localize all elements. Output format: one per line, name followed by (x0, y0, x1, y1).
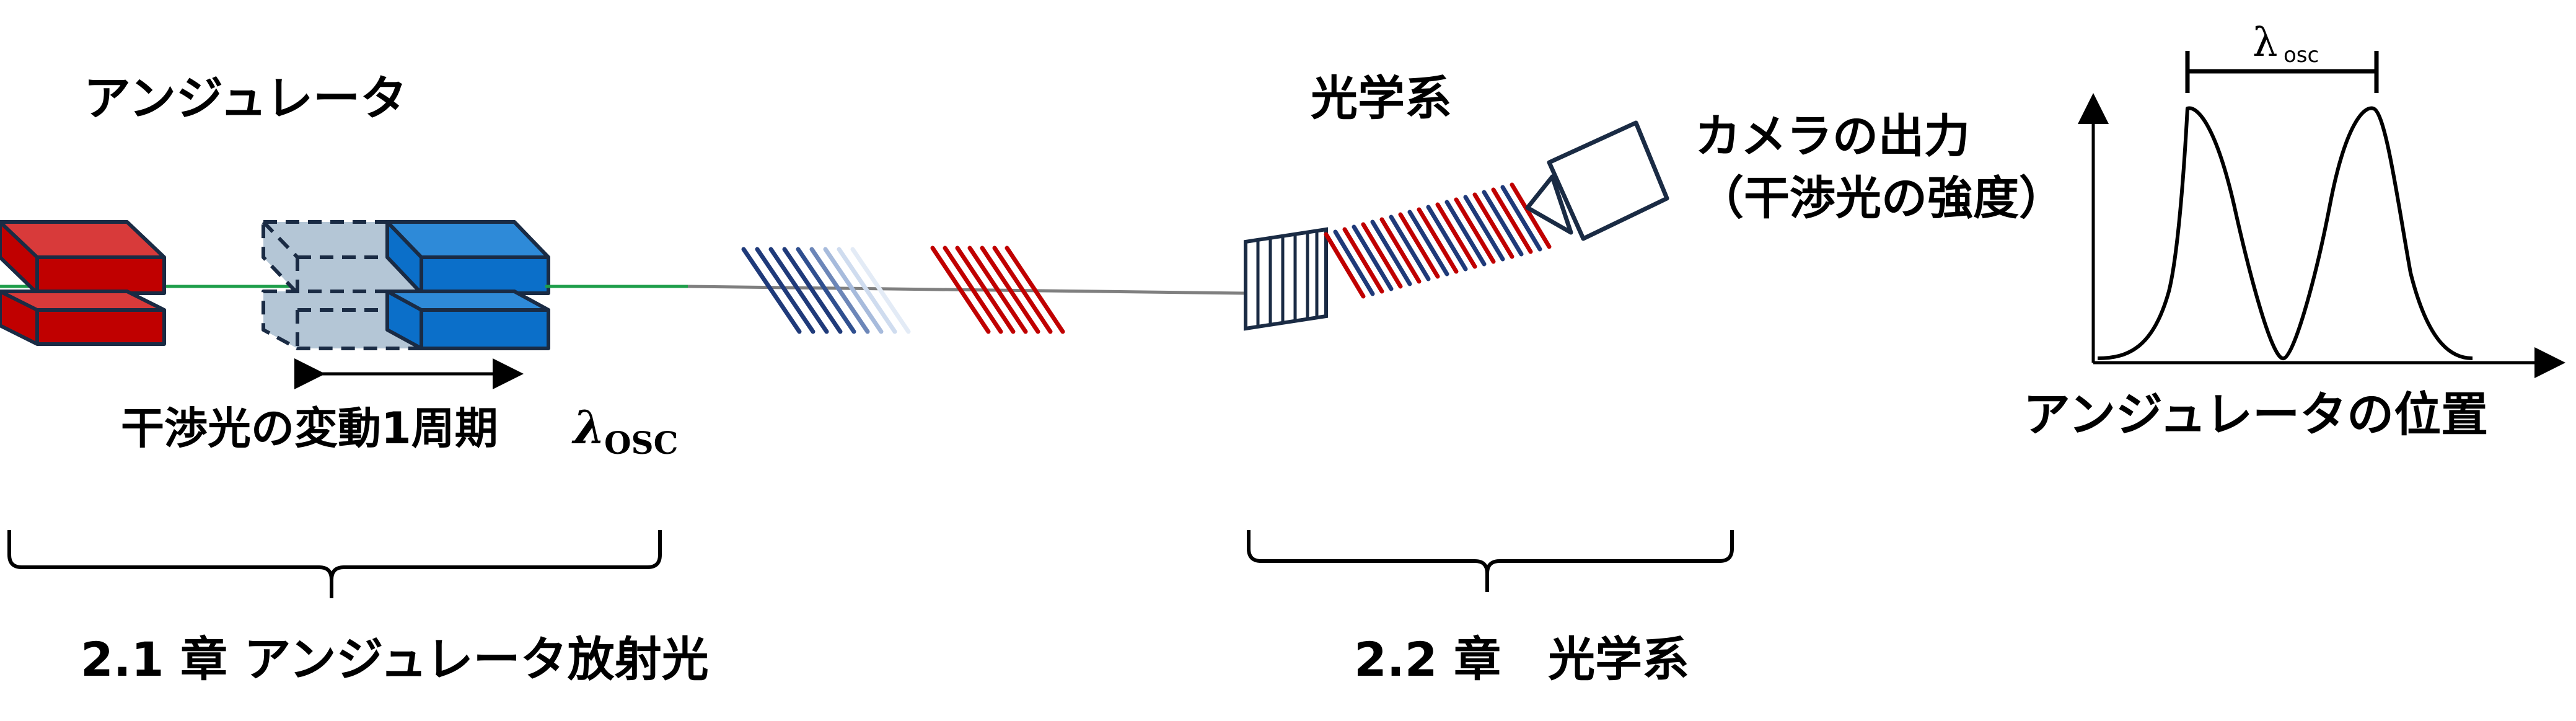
red-magnet-pair (0, 220, 166, 346)
interference-pattern (1324, 182, 1552, 299)
optics-title: 光学系 (1311, 71, 1452, 126)
camera-output-sublabel: （干渉光の強度） (1698, 172, 2065, 225)
blue-light-pulse (741, 247, 911, 334)
chapter-22-brace (1247, 530, 1734, 592)
intensity-plot: λ osc アンジュレータの位置 (2023, 20, 2565, 442)
plot-osc-subscript: osc (2284, 43, 2319, 68)
intensity-curve (2097, 106, 2473, 360)
camera-output-label: カメラの出力 (1695, 110, 1970, 163)
osc-subscript: OSC (604, 425, 678, 461)
blue-magnet-pair (385, 220, 550, 350)
red-light-pulse (930, 245, 1065, 334)
lambda-symbol: λ (571, 401, 605, 454)
plot-lambda-symbol: λ (2253, 20, 2278, 66)
undulator-title: アンジュレータ (84, 71, 407, 126)
oscillation-label: 干渉光の変動1周期 (121, 403, 498, 454)
chapter-21-brace (7, 530, 662, 598)
plot-xlabel: アンジュレータの位置 (2023, 387, 2488, 442)
grating-element (1244, 227, 1328, 331)
camera-icon (1525, 120, 1669, 241)
chapter-22-label: 2.2 章 光学系 (1354, 632, 1689, 687)
chapter-21-label: 2.1 章 アンジュレータ放射光 (81, 632, 709, 687)
